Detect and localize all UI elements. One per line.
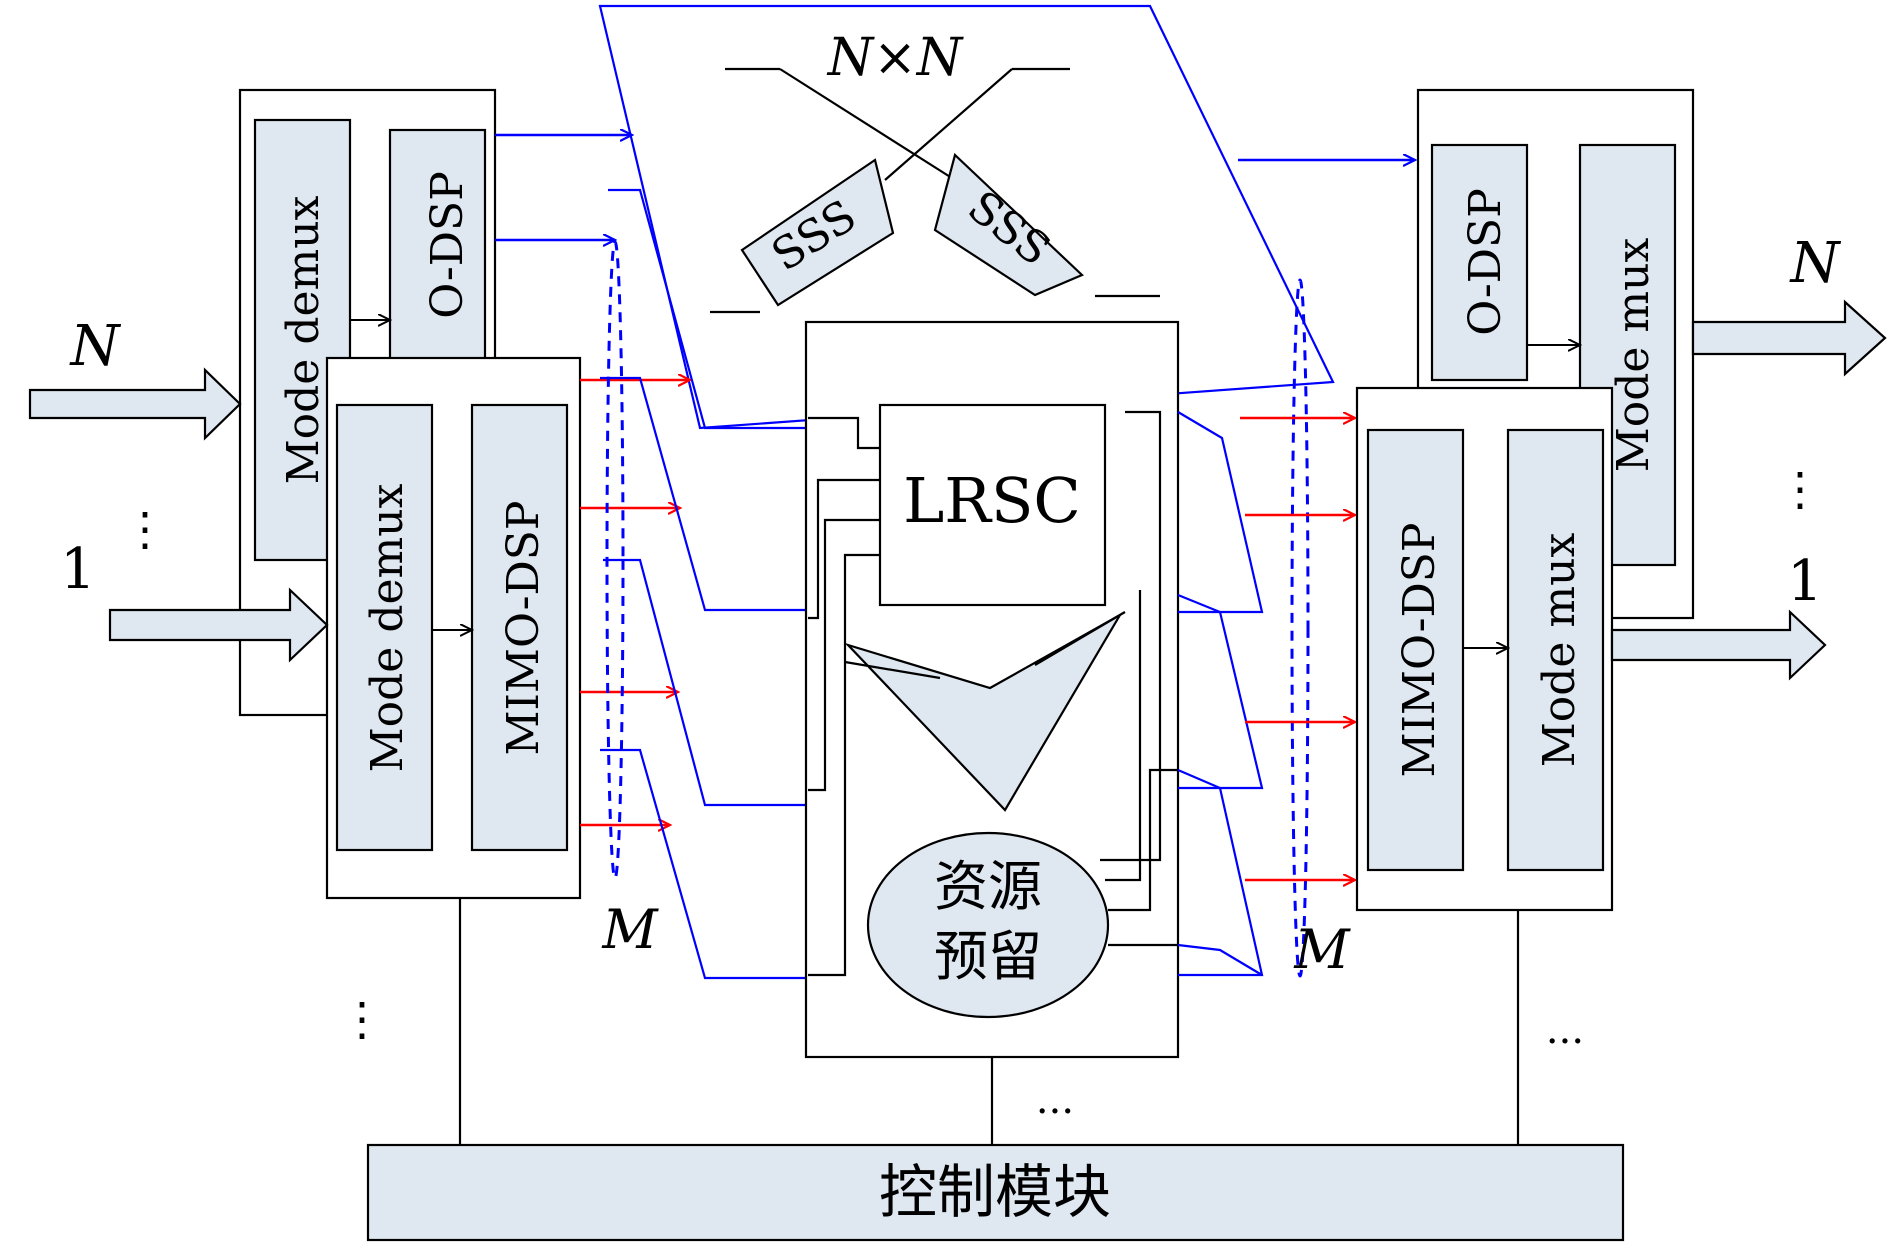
control-module: 控制模块 ⋮ ··· ··· bbox=[339, 898, 1625, 1242]
svg-text:···: ··· bbox=[1036, 1089, 1074, 1135]
svg-text:1: 1 bbox=[1787, 549, 1823, 614]
right-back-node: O-DSP Mode mux bbox=[1416, 88, 1695, 620]
red-arrows-left bbox=[580, 380, 690, 825]
mimo-dsp-right-label: MIMO-DSP bbox=[1394, 522, 1445, 777]
output-arrow-n: N bbox=[1691, 231, 1887, 377]
svg-text:···: ··· bbox=[1546, 1019, 1584, 1065]
blue-strips-left bbox=[600, 188, 808, 980]
sss-left: SSS bbox=[740, 158, 895, 307]
m-label-left: M bbox=[601, 898, 659, 961]
input-arrow-n: N bbox=[28, 314, 242, 441]
nxn-label: N×N bbox=[826, 28, 964, 88]
sss-right: SSS bbox=[933, 152, 1084, 297]
svg-text:N: N bbox=[1789, 231, 1842, 296]
blue-strips-right bbox=[1177, 411, 1264, 977]
mode-group-ellipse-right bbox=[1290, 278, 1310, 978]
mimo-dsp-back-label: O-DSP bbox=[422, 171, 473, 319]
left-front-node: Mode demux MIMO-DSP bbox=[325, 356, 582, 900]
m-label-right: M bbox=[1293, 918, 1351, 981]
svg-text:1: 1 bbox=[60, 537, 96, 602]
svg-text:O-DSP: O-DSP bbox=[1460, 188, 1511, 336]
nxn-switch: SSS SSS N×N bbox=[598, 4, 1335, 430]
resource-reservation bbox=[866, 831, 1110, 1019]
output-arrow-1: 1 ⋮ bbox=[1610, 462, 1827, 681]
control-module-label: 控制模块 bbox=[879, 1158, 1111, 1226]
lrsc-label: LRSC bbox=[903, 464, 1081, 537]
svg-text:⋮: ⋮ bbox=[1777, 462, 1823, 516]
red-arrows-right bbox=[1240, 418, 1355, 880]
right-front-node: MIMO-DSP Mode mux bbox=[1355, 386, 1614, 912]
center-core: LRSC 资源 预留 bbox=[804, 320, 1180, 1059]
svg-text:⋮: ⋮ bbox=[339, 992, 385, 1046]
mode-mux-label: Mode mux bbox=[1534, 533, 1585, 768]
svg-text:N: N bbox=[69, 314, 122, 379]
svg-text:资源: 资源 bbox=[934, 855, 1042, 918]
svg-text:预留: 预留 bbox=[934, 925, 1042, 988]
mimo-dsp-label: MIMO-DSP bbox=[498, 500, 549, 755]
svg-text:Mode mux: Mode mux bbox=[1608, 238, 1659, 473]
mode-demux-back-label: Mode demux bbox=[278, 195, 329, 484]
input-arrow-1: 1 ⋮ bbox=[60, 502, 329, 663]
svg-text:⋮: ⋮ bbox=[122, 502, 168, 556]
mode-demux-label: Mode demux bbox=[362, 483, 413, 772]
